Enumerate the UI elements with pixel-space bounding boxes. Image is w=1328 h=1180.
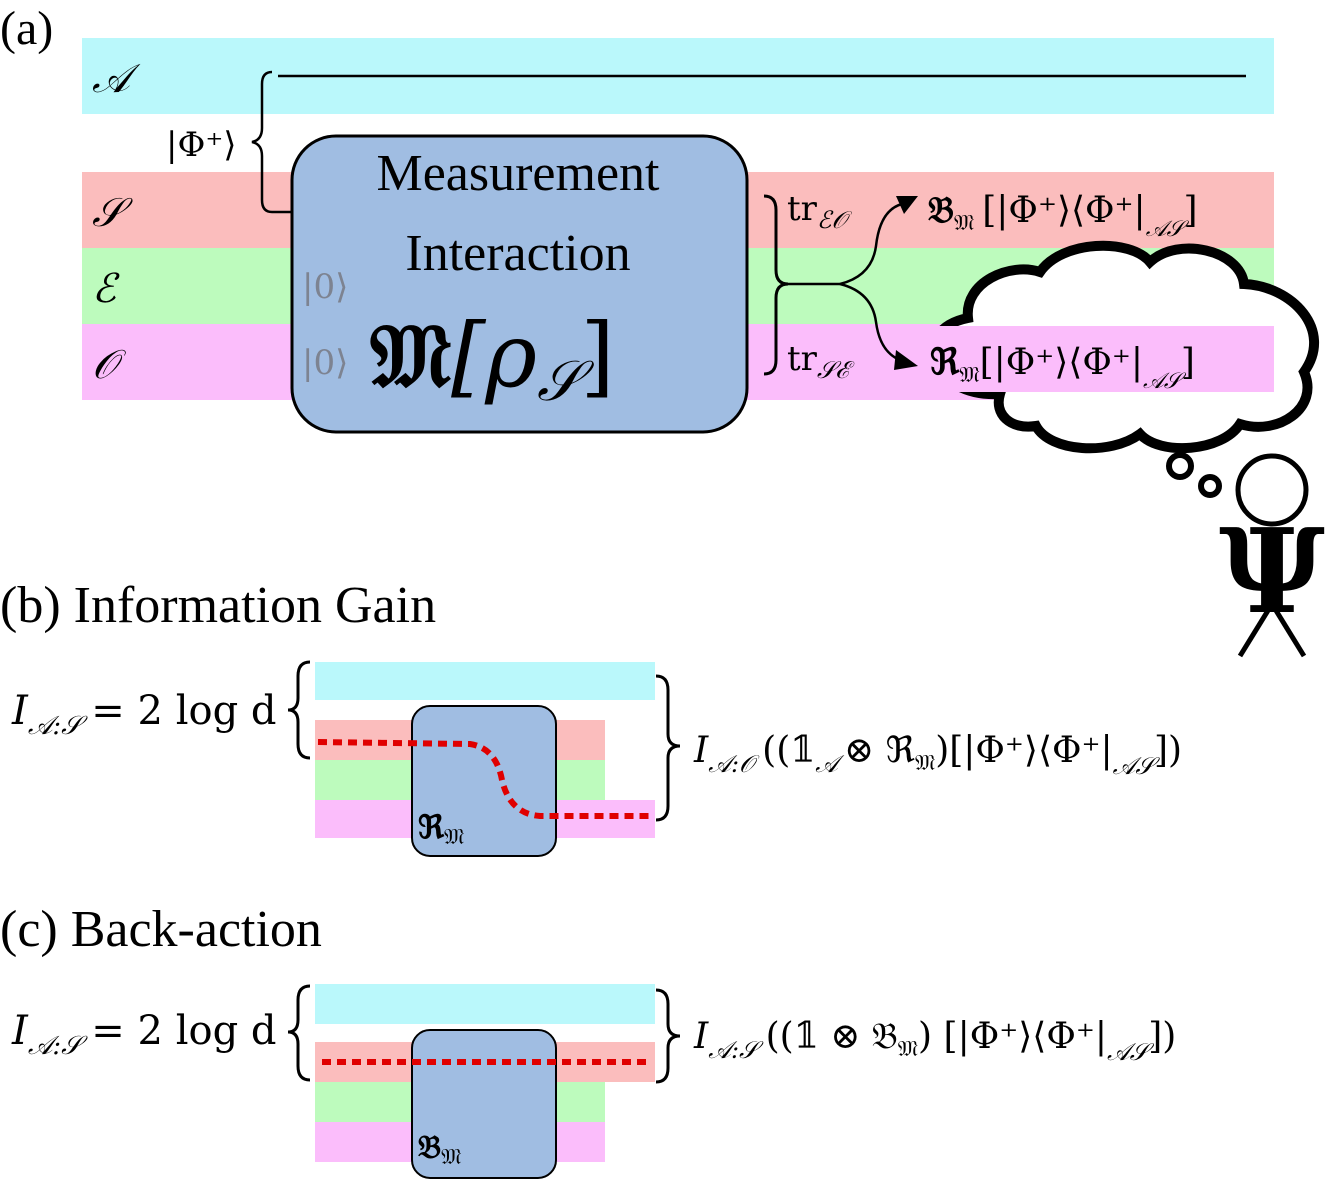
trace-se-label: tr𝒮ℰ: [787, 339, 855, 384]
ket-zero-environment: |0⟩: [302, 267, 348, 307]
trace-eo-label: trℰ𝒪: [787, 189, 852, 234]
record-expression: ℜ𝔐[|Φ⁺⟩⟨Φ⁺|𝒜𝒮]: [930, 341, 1195, 394]
observer-head: [1235, 453, 1309, 527]
arrow-head-upper: [896, 196, 918, 214]
interaction-title: Interaction: [405, 225, 630, 282]
panel-b-band-a: [315, 662, 655, 700]
arrow-to-backaction: [839, 202, 903, 286]
panel-a-label: (a): [0, 2, 53, 55]
ket-zero-observer: |0⟩: [302, 343, 348, 383]
panel-b-title: (b) Information Gain: [0, 577, 436, 634]
backaction-expression: 𝔅𝔐[|Φ⁺⟩⟨Φ⁺|𝒜𝒮]: [928, 189, 1198, 242]
panel-b-map-box: [411, 705, 557, 857]
panel-b-rhs: I𝒜:𝒪((𝟙𝒜⊗ ℜ𝔐)[|Φ⁺⟩⟨Φ⁺|𝒜𝒮]): [693, 730, 1182, 780]
thought-bubble-small: [1166, 452, 1194, 480]
panel-c-map-box: [411, 1029, 557, 1179]
observer-right-leg: [1269, 602, 1307, 658]
panel-c-band-a: [315, 984, 655, 1024]
panel-c-rhs: I𝒜:𝒮((𝟙 ⊗ 𝔅𝔐) [|Φ⁺⟩⟨Φ⁺|𝒜𝒮]): [693, 1016, 1176, 1066]
panel-c-lhs: I𝒜:𝒮= 2 log d: [11, 1008, 277, 1061]
arrow-to-record: [839, 282, 901, 362]
observer-left-leg: [1237, 602, 1275, 658]
panel-b-map-label: ℜ𝔐: [418, 808, 464, 850]
panel-c-title: (c) Back-action: [0, 901, 322, 958]
bell-brace: [251, 70, 292, 214]
panel-c-right-brace: [655, 988, 681, 1084]
panel-b-information-path: [317, 739, 652, 819]
measurement-title: Measurement: [376, 145, 660, 202]
thought-bubble-tiny: [1198, 474, 1222, 498]
measurement-map-symbol: 𝔐[ρ𝒮]: [370, 303, 615, 414]
bell-state-label: |Φ⁺⟩: [166, 125, 237, 165]
observer-psi-body: Ψ: [1219, 504, 1325, 640]
measurement-box: [290, 134, 749, 434]
observer-figure: Ψ: [1219, 453, 1325, 658]
panel-c-left-brace: [287, 984, 311, 1082]
panel-b-left-brace: [287, 660, 311, 760]
panel-b-right-brace: [655, 674, 681, 822]
arrow-head-lower: [894, 350, 918, 370]
panel-b-lhs: I𝒜:𝒮= 2 log d: [11, 688, 277, 741]
cloud-inner-band: [926, 326, 1274, 392]
panel-c-map-label: 𝔅𝔐: [418, 1128, 461, 1170]
row-label-e: ℰ: [92, 266, 120, 312]
